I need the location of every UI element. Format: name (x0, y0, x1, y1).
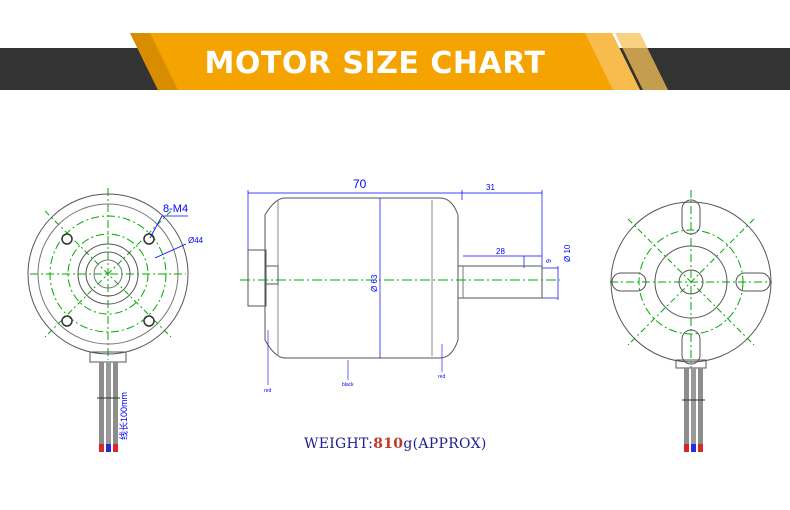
rear-slot-right (735, 272, 771, 292)
weight-label: WEIGHT:810g(APPROX) (304, 436, 487, 452)
front-view (27, 188, 189, 452)
rear-slot-left (611, 272, 647, 292)
rear-slot-top (681, 199, 701, 235)
rear-wire-tip-3 (698, 444, 703, 452)
banner-left-edge (130, 33, 178, 90)
front-hole-label: 8-M4 (163, 203, 188, 215)
front-hole-3 (61, 315, 73, 327)
rear-spoke-circle (638, 229, 744, 335)
rear-slot-bottom (681, 329, 701, 365)
label-shaft-step: 9 (546, 259, 553, 263)
weight-suffix: (APPROX) (412, 436, 487, 452)
side-rear-boss (265, 265, 279, 285)
rear-wire-tip-2 (691, 444, 696, 452)
side-wire-label-right: red (438, 374, 445, 380)
front-wire-1 (99, 362, 104, 448)
label-overall-length: 70 (353, 177, 367, 191)
front-bolt-circle (49, 215, 167, 333)
front-diag-2 (44, 210, 172, 338)
side-motor-body (264, 197, 459, 359)
side-shaft (457, 265, 543, 299)
side-wire-label-left: red (264, 388, 271, 394)
rear-wire-2 (691, 368, 696, 448)
rear-wire-1 (684, 368, 689, 448)
front-wire-tip-2 (106, 444, 111, 452)
front-hole-4 (143, 315, 155, 327)
front-outer-circle (27, 193, 189, 355)
rear-diag-2 (627, 218, 755, 346)
banner-stripe-1 (585, 33, 640, 90)
label-key-length: 28 (496, 247, 505, 256)
front-hole-leader (149, 215, 163, 239)
rear-outer-circle (610, 201, 772, 363)
banner-orange-ribbon (130, 33, 640, 90)
front-hole-1 (61, 233, 73, 245)
side-wire-label-mid: black (342, 382, 354, 388)
rear-hub-circle (654, 245, 728, 319)
weight-prefix: WEIGHT: (304, 436, 374, 452)
weight-value: 810 (373, 436, 404, 452)
page-title: MOTOR SIZE CHART (204, 46, 546, 81)
rear-wire-tip-1 (684, 444, 689, 452)
front-diameter-label: Ø44 (188, 236, 204, 245)
label-body-diameter: Ø 63 (370, 274, 379, 292)
cable-length-label: 线长100mm (118, 392, 129, 440)
front-wire-2 (106, 362, 111, 448)
front-wire-3 (113, 362, 118, 448)
front-hub-inner (85, 251, 131, 297)
rear-center-hole (678, 269, 704, 295)
front-rim-circle (37, 203, 179, 345)
front-dia-leader (154, 243, 187, 259)
weight-unit: g (403, 436, 413, 452)
front-shaft-circle (93, 259, 123, 289)
label-shaft-diameter: Ø 10 (563, 244, 572, 262)
rear-wire-3 (698, 368, 703, 448)
front-wire-tip-3 (113, 444, 118, 452)
front-wire-tip-1 (99, 444, 104, 452)
side-view (240, 190, 560, 385)
banner-stripe-2 (615, 33, 668, 90)
front-inner-bolt-circle (67, 233, 149, 315)
front-hub-outer (77, 243, 139, 305)
front-hole-2 (143, 233, 155, 245)
label-shaft-length: 31 (486, 183, 495, 192)
rear-view (610, 190, 772, 452)
title-banner (0, 33, 790, 90)
side-rear-cap (247, 249, 267, 307)
